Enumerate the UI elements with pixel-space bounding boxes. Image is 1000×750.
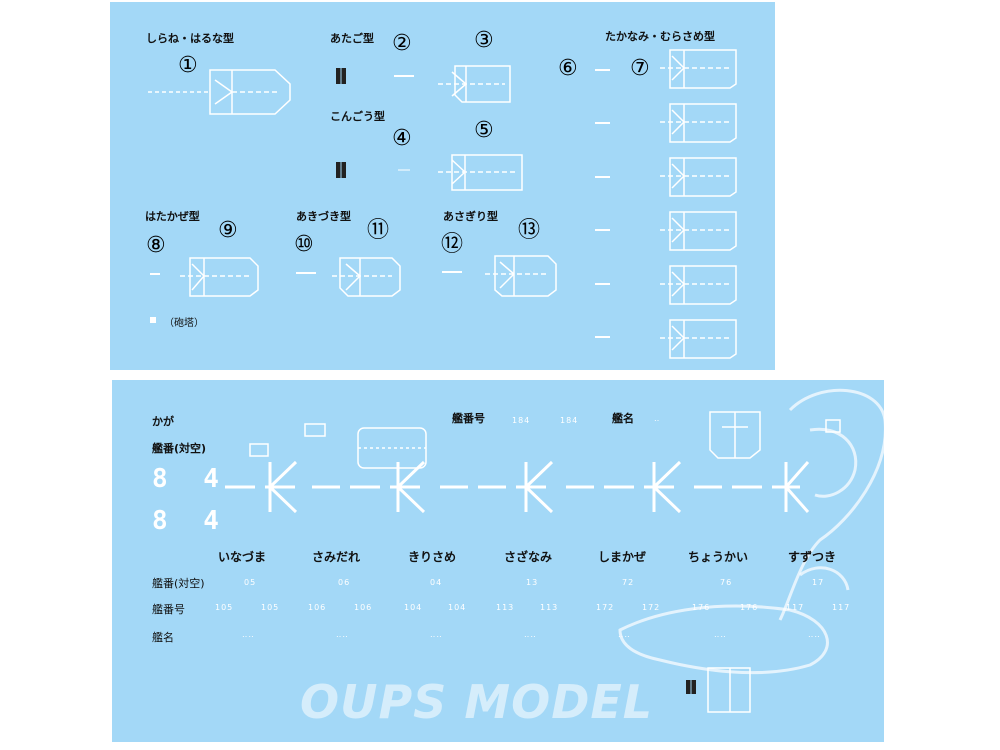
- hull-number: 105: [215, 603, 234, 612]
- decal-number-7: ⑦: [630, 56, 650, 81]
- small-box-marking: [707, 667, 751, 713]
- flight-deck-column: [660, 49, 737, 359]
- decal-number-4: ④: [392, 126, 412, 151]
- kaga-hull-number: 184: [512, 416, 531, 425]
- flight-deck-marking: [485, 255, 557, 297]
- decal-sheet-bottom: [112, 380, 884, 742]
- ship-name-decal: ‥‥: [808, 630, 821, 639]
- class-label-akizuki: あきづき型: [296, 210, 351, 223]
- row-label-name: 艦名: [152, 631, 174, 644]
- ship-name-decal: ‥‥: [524, 630, 537, 639]
- flight-deck-marking: [148, 69, 291, 115]
- small-box-marking: [304, 423, 326, 437]
- hull-number: 106: [308, 603, 327, 612]
- ship-name-decal: ‥‥: [242, 630, 255, 639]
- ship-name-decal: ‥‥: [430, 630, 443, 639]
- aa-number: 76: [720, 578, 733, 587]
- watermark-cartoon: [618, 388, 887, 675]
- hull-number: 176: [692, 603, 711, 612]
- ship-name-decal: ‥‥: [714, 630, 727, 639]
- ship-name-suzutsuki: すずつき: [788, 550, 837, 564]
- ship-name-shimakaze: しまかぜ: [598, 550, 647, 564]
- decal-number-8: ⑧: [146, 233, 166, 258]
- decal-number-10: ⑩: [294, 232, 314, 257]
- class-label-asagiri: あさぎり型: [443, 210, 498, 223]
- class-label-shirane: しらね・はるな型: [146, 32, 234, 45]
- ship-name-decal: ‥‥: [618, 630, 631, 639]
- flight-deck-marking: [180, 257, 259, 297]
- kaga-ship-name: ‥: [654, 414, 661, 423]
- kaga-hull-number-label: 艦番号: [452, 412, 485, 425]
- gun-note: （砲塔）: [164, 318, 204, 329]
- hull-number: 113: [496, 603, 515, 612]
- aa-number: 13: [526, 578, 539, 587]
- aa-number: 72: [622, 578, 635, 587]
- decal-number-12: ⑫: [441, 232, 464, 257]
- hull-number: 113: [540, 603, 559, 612]
- ship-name-choukai: ちょうかい: [688, 550, 749, 564]
- kaga-ship-name-label: 艦名: [612, 412, 634, 425]
- flight-deck-marking: [438, 154, 523, 191]
- ship-name-decal: ‥‥: [336, 630, 349, 639]
- kaga-aa-label: 艦番(対空): [152, 442, 207, 455]
- hull-number: 117: [832, 603, 851, 612]
- aa-number: 05: [244, 578, 257, 587]
- hull-number: 104: [404, 603, 423, 612]
- class-label-kongou: こんごう型: [330, 110, 385, 123]
- aa-number: 06: [338, 578, 351, 587]
- kaga-big-number: 8 4: [152, 464, 229, 494]
- hull-number: 172: [642, 603, 661, 612]
- decal-number-1: ①: [178, 53, 198, 78]
- kaga-label: かが: [152, 415, 174, 428]
- ship-name-inazuma: いなづま: [218, 550, 267, 564]
- decal-number-2: ②: [392, 31, 412, 56]
- hull-number: 172: [596, 603, 615, 612]
- flight-deck-marking: [332, 257, 401, 297]
- small-box-marking: [249, 443, 269, 457]
- hull-number: 105: [261, 603, 280, 612]
- aa-number: 17: [812, 578, 825, 587]
- decal-number-11: ⑪: [367, 218, 390, 243]
- class-label-atago: あたご型: [330, 32, 374, 45]
- hull-number: 106: [354, 603, 373, 612]
- row-label-aa: 艦番(対空): [152, 577, 205, 590]
- kaga-big-number: 8 4: [152, 506, 229, 536]
- class-label-hatakaze: はたかぜ型: [145, 210, 200, 223]
- decal-number-3: ③: [474, 28, 494, 53]
- ship-name-samidare: さみだれ: [312, 550, 361, 564]
- ship-name-sazanami: さざなみ: [504, 550, 553, 564]
- ship-name-kirisame: きりさめ: [408, 550, 457, 564]
- watermark-text: OUPS MODEL: [300, 675, 654, 729]
- elevator-marking: [709, 411, 761, 459]
- kaga-deck-markings: [225, 460, 810, 514]
- class-label-takanami: たかなみ・むらさめ型: [605, 30, 715, 43]
- kaga-hull-number: 184: [560, 416, 579, 425]
- decal-number-13: ⑬: [518, 218, 541, 243]
- row-label-hull: 艦番号: [152, 603, 185, 616]
- decal-number-6: ⑥: [558, 56, 578, 81]
- decal-number-9: ⑨: [218, 218, 238, 243]
- elevator-marking: [357, 427, 427, 469]
- decal-number-5: ⑤: [474, 118, 494, 143]
- decal-sheet-top: [110, 2, 775, 370]
- aa-number: 04: [430, 578, 443, 587]
- hull-number: 104: [448, 603, 467, 612]
- flight-deck-marking: [438, 65, 511, 103]
- hull-number: 176: [740, 603, 759, 612]
- hull-number: 117: [786, 603, 805, 612]
